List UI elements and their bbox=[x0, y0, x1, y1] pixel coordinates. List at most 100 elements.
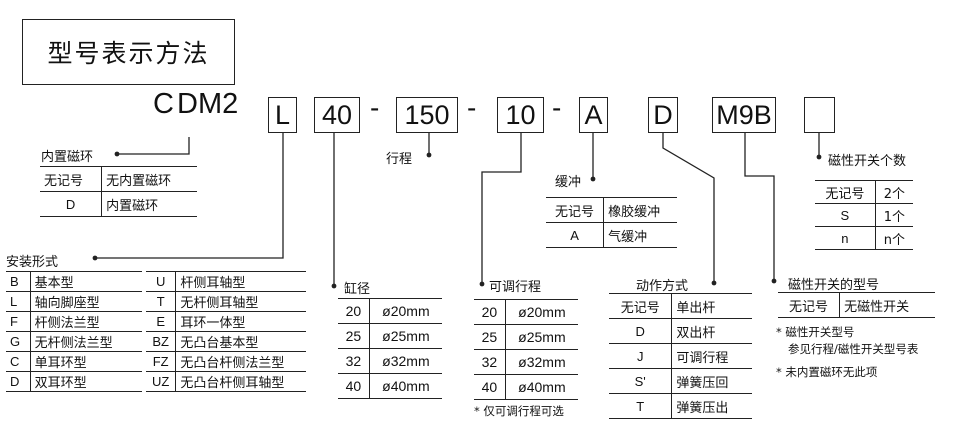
code-prefix: C bbox=[153, 88, 174, 120]
code-dash-2: - bbox=[467, 92, 477, 123]
switch-type-label: 磁性开关的型号 bbox=[788, 278, 880, 293]
action-code: T bbox=[609, 393, 673, 419]
code-adj-box: 10 bbox=[497, 97, 544, 133]
adj-label: 可调行程 bbox=[489, 280, 542, 295]
code-bore-box: 40 bbox=[314, 97, 360, 133]
adj-code: 20 bbox=[474, 299, 506, 325]
action-code: S' bbox=[609, 368, 673, 394]
switch-type-note3: * 未内置磁环无此项 bbox=[776, 365, 878, 379]
magnet-label: 内置磁环 bbox=[41, 150, 94, 165]
code-series: DM2 bbox=[177, 88, 239, 120]
mount-label: 安装形式 bbox=[6, 255, 59, 270]
code-count-box bbox=[804, 97, 835, 133]
switch-type-code: 无记号 bbox=[778, 292, 841, 318]
bore-table: 20 ø20mm 25 ø25mm 32 ø32mm 40 ø40mm bbox=[338, 298, 442, 399]
cushion-desc: 气缓冲 bbox=[608, 229, 648, 245]
mount-code: L bbox=[6, 291, 31, 312]
cushion-label: 缓冲 bbox=[555, 175, 582, 190]
mount-desc: 无凸台基本型 bbox=[180, 336, 259, 351]
bore-size: ø32mm bbox=[382, 353, 430, 369]
adj-note: * 仅可调行程可选 bbox=[474, 404, 564, 418]
action-code: J bbox=[609, 343, 673, 369]
code-stroke-box: 150 bbox=[396, 97, 458, 133]
switch-count-desc: n个 bbox=[883, 232, 905, 248]
mount-code: F bbox=[6, 311, 31, 332]
adj-size: ø20mm bbox=[518, 304, 566, 320]
magnet-desc: 内置磁环 bbox=[106, 198, 159, 214]
switch-type-table: 无记号无磁性开关 bbox=[778, 292, 935, 318]
mount-code: FZ bbox=[146, 351, 177, 372]
bore-size: ø40mm bbox=[382, 378, 430, 394]
mount-desc: 基本型 bbox=[34, 276, 74, 291]
switch-count-code: S bbox=[815, 203, 876, 227]
mount-code: C bbox=[6, 351, 31, 372]
mount-desc: 耳环一体型 bbox=[180, 316, 246, 331]
mount-desc: 无凸台杆侧耳轴型 bbox=[180, 376, 285, 391]
switch-count-code: n bbox=[815, 226, 876, 250]
mount-desc: 无凸台杆侧法兰型 bbox=[180, 356, 285, 371]
mount-desc: 双耳环型 bbox=[34, 376, 87, 391]
adj-code: 25 bbox=[474, 324, 506, 350]
code-mount-box: L bbox=[268, 97, 297, 133]
action-desc: 单出杆 bbox=[676, 300, 716, 316]
action-code: 无记号 bbox=[609, 293, 673, 319]
bore-size: ø25mm bbox=[382, 328, 430, 344]
bore-code: 25 bbox=[338, 323, 370, 349]
switch-count-label: 磁性开关个数 bbox=[828, 154, 907, 169]
page-title: 型号表示方法 bbox=[22, 19, 235, 85]
mount-desc: 杆侧耳轴型 bbox=[180, 276, 246, 291]
stroke-label: 行程 bbox=[386, 152, 413, 167]
switch-type-desc: 无磁性开关 bbox=[844, 299, 910, 315]
mount-code: G bbox=[6, 331, 31, 352]
action-label: 动作方式 bbox=[636, 279, 689, 294]
code-dash-1: - bbox=[370, 92, 380, 123]
switch-type-note2: 参见行程/磁性开关型号表 bbox=[788, 342, 919, 356]
mount-code: U bbox=[146, 271, 177, 292]
mount-desc: 单耳环型 bbox=[34, 356, 87, 371]
mount-desc: 轴向脚座型 bbox=[34, 296, 100, 311]
mount-code: B bbox=[6, 271, 31, 292]
action-desc: 弹簧压出 bbox=[676, 400, 729, 416]
action-desc: 双出杆 bbox=[676, 325, 716, 341]
magnet-code: D bbox=[40, 191, 103, 217]
action-desc: 弹簧压回 bbox=[676, 375, 729, 391]
code-action-box: D bbox=[648, 97, 678, 133]
switch-count-desc: 1个 bbox=[883, 209, 905, 225]
bore-code: 20 bbox=[338, 298, 370, 324]
magnet-code: 无记号 bbox=[40, 166, 103, 192]
adj-size: ø25mm bbox=[518, 329, 566, 345]
adj-code: 40 bbox=[474, 374, 506, 400]
adj-size: ø32mm bbox=[518, 354, 566, 370]
bore-code: 32 bbox=[338, 348, 370, 374]
adj-size: ø40mm bbox=[518, 379, 566, 395]
bore-size: ø20mm bbox=[382, 303, 430, 319]
bore-label: 缸径 bbox=[344, 282, 371, 297]
mount-desc: 无杆侧耳轴型 bbox=[180, 296, 259, 311]
code-dash-3: - bbox=[552, 92, 562, 123]
action-desc: 可调行程 bbox=[676, 350, 729, 366]
switch-count-desc: 2个 bbox=[883, 186, 905, 202]
code-switch-box: M9B bbox=[712, 97, 776, 133]
adj-table: 20 ø20mm 25 ø25mm 32 ø32mm 40 ø40mm bbox=[474, 299, 578, 400]
mount-code: D bbox=[6, 371, 31, 392]
bore-code: 40 bbox=[338, 373, 370, 399]
mount-desc: 无杆侧法兰型 bbox=[34, 336, 113, 351]
adj-code: 32 bbox=[474, 349, 506, 375]
switch-type-note1: * 磁性开关型号 bbox=[776, 325, 855, 339]
mount-desc: 杆侧法兰型 bbox=[34, 316, 100, 331]
switch-count-code: 无记号 bbox=[815, 180, 876, 204]
mount-code: E bbox=[146, 311, 177, 332]
action-code: D bbox=[609, 318, 673, 344]
cushion-desc: 橡胶缓冲 bbox=[608, 204, 661, 220]
cushion-code: 无记号 bbox=[546, 197, 605, 223]
mount-code: UZ bbox=[146, 371, 177, 392]
cushion-code: A bbox=[546, 222, 605, 248]
magnet-desc: 无内置磁环 bbox=[106, 173, 172, 189]
